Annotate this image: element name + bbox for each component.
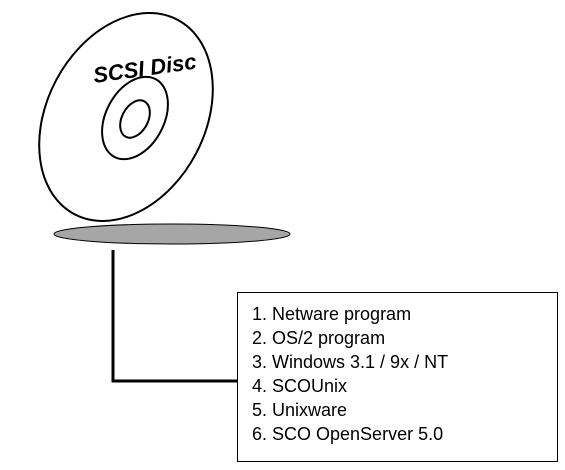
disc-contents-box: 1. Netware program 2. OS/2 program 3. Wi… <box>237 292 558 462</box>
contents-item-netware: 1. Netware program <box>252 304 412 324</box>
contents-item-os2: 2. OS/2 program <box>252 328 386 348</box>
disc-contents-list: 1. Netware program 2. OS/2 program 3. Wi… <box>252 302 557 446</box>
disc-center-hole <box>119 99 151 139</box>
contents-item-scounix: 4. SCOUnix <box>252 376 348 396</box>
contents-item-unixware: 5. Unixware <box>252 400 348 420</box>
contents-item-windows: 3. Windows 3.1 / 9x / NT <box>252 352 449 372</box>
cd-disc-icon: SCSI Disc <box>38 12 214 222</box>
contents-item-sco-openserver: 6. SCO OpenServer 5.0 <box>252 424 444 444</box>
connector-line <box>111 250 238 383</box>
disc-shadow <box>53 223 291 245</box>
disc-label-ring <box>101 75 169 161</box>
